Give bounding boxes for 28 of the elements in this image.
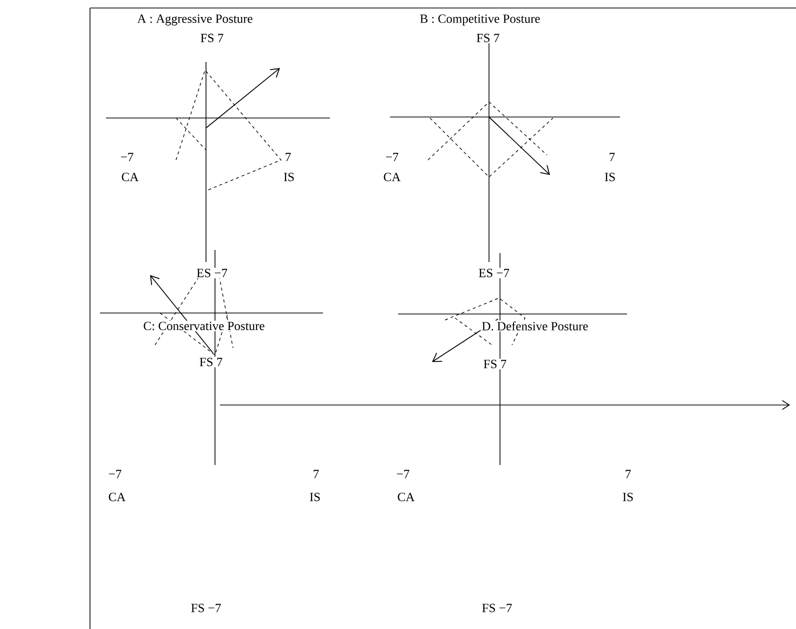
panel-title: A : Aggressive Posture (136, 14, 254, 26)
axis-label: FS 7 (198, 356, 224, 368)
axis-label: ES −7 (478, 268, 510, 278)
axis-label: IS (621, 492, 635, 502)
axis-label: ES −7 (196, 268, 228, 278)
axis-label: IS (308, 492, 322, 502)
axis-label: CA (120, 172, 140, 182)
axis-label: CA (107, 492, 127, 502)
axis-label: −7 (384, 152, 400, 162)
axis-label: FS 7 (482, 358, 508, 370)
panel-title: C: Conservative Posture (142, 320, 266, 332)
axis-label: 7 (284, 152, 292, 162)
axis-label: 7 (312, 468, 320, 480)
axis-label: FS 7 (475, 32, 501, 44)
panel-title: B : Competitive Posture (418, 14, 542, 26)
axis-label: 7 (608, 152, 616, 162)
axis-label: −7 (395, 468, 411, 480)
axis-label: FS −7 (480, 602, 514, 614)
axis-label: CA (382, 172, 402, 182)
axis-label: 7 (624, 468, 632, 480)
axis-label: IS (282, 172, 296, 182)
axis-label: CA (396, 492, 416, 502)
panel-title: D. Defensive Posture (480, 320, 590, 332)
axis-label: FS −7 (190, 602, 222, 614)
axis-label: −7 (107, 468, 123, 480)
axis-label: −7 (119, 152, 135, 162)
axis-label: FS 7 (199, 32, 225, 44)
axis-label: IS (603, 172, 617, 182)
